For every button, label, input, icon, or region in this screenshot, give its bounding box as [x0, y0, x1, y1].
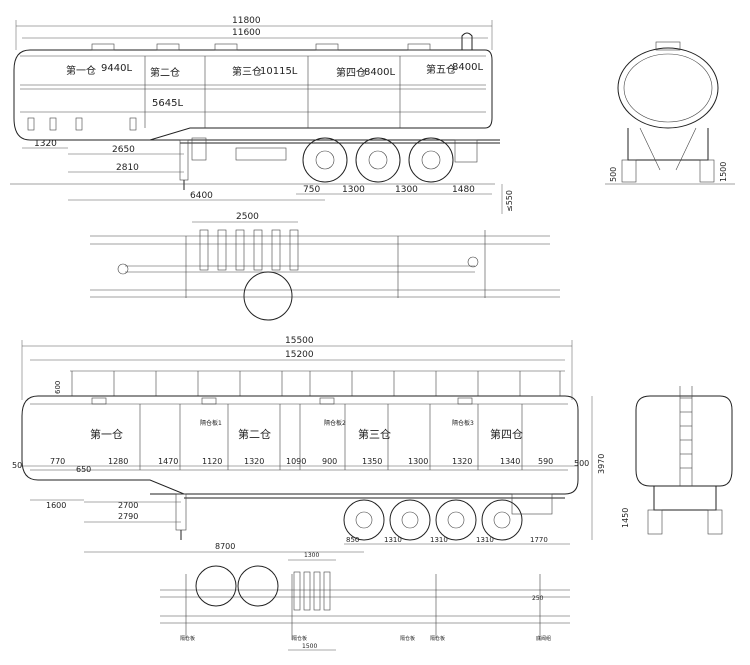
seg-dim-10: 1300: [408, 457, 428, 466]
divider-label-2: 隔仓板2: [324, 419, 346, 427]
compartment-1-label: 第一仓: [66, 64, 96, 77]
bottom-compartment-4: 第四仓: [490, 427, 523, 441]
bottom-compartment-1: 第一仓: [90, 427, 123, 441]
seg-dim-1: 770: [50, 457, 65, 466]
bottom-compartment-3: 第三仓: [358, 427, 391, 441]
seg-dim-6: 1320: [244, 457, 264, 466]
top-plan-view: 2500: [90, 212, 560, 321]
divider-label-3: 隔仓板3: [452, 419, 474, 427]
seg-dim-3: 1280: [108, 457, 128, 466]
front-dim-500: 500: [609, 167, 618, 182]
handrail-posts: [71, 371, 561, 396]
plan-label-1: 隔仓板: [180, 635, 195, 642]
axle-dim-1300b: 1300: [395, 185, 418, 195]
dim-1320: 1320: [34, 139, 57, 149]
plan-label-5: 底阀组: [536, 635, 551, 642]
dim-2650: 2650: [112, 145, 135, 155]
compartment-2-label: 第二仓: [150, 66, 180, 79]
right-dim-3970: 3970: [597, 454, 606, 474]
plan-dim-1500: 1500: [302, 643, 317, 650]
seg-dim-9: 1350: [362, 457, 382, 466]
front-dim-1500: 1500: [719, 162, 728, 182]
axle-dim-1310c: 1310: [476, 536, 494, 544]
axle-dim-1770: 1770: [530, 536, 548, 544]
seg-dim-0: 50: [12, 461, 22, 470]
front-dim-1450: 1450: [621, 508, 630, 528]
seg-dim-11: 1320: [452, 457, 472, 466]
plan-dim-1300: 1300: [304, 552, 319, 559]
plan-label-2: 隔仓板: [292, 635, 307, 642]
height-mark-550: ≤550: [505, 190, 514, 212]
seg-dim-7: 1090: [286, 457, 306, 466]
axle-dim-1310a: 1310: [384, 536, 402, 544]
top-front-view: 500 1500: [605, 41, 735, 185]
dim-2810: 2810: [116, 163, 139, 173]
compartment-4-label: 第四仓: [336, 66, 366, 79]
compartment-3-label: 第三仓: [232, 65, 262, 78]
compartment-2-volume: 5645L: [152, 98, 183, 109]
axle-dim-1480: 1480: [452, 185, 475, 195]
compartment-3-volume: 10115L: [260, 66, 298, 77]
right-dim-500: 500: [574, 459, 589, 468]
bottom-overall-15500: 15500: [285, 336, 314, 346]
lower-dim-2700: 2700: [118, 501, 138, 510]
overall-length-dim: 11800: [232, 16, 261, 26]
compartment-5-volume: 8400L: [452, 62, 483, 73]
lower-dim-8700: 8700: [215, 542, 235, 551]
plan-label-3: 隔仓板: [400, 635, 415, 642]
tank-length-dim: 11600: [232, 28, 261, 38]
lower-dim-2790: 2790: [118, 512, 138, 521]
seg-dim-2: 650: [76, 465, 91, 474]
lower-dim-1600: 1600: [46, 501, 66, 510]
bottom-plan-view: 1300 1500 250 隔仓板 隔仓板 隔仓板 隔仓板 底阀组: [160, 552, 570, 651]
seg-dim-8: 900: [322, 457, 337, 466]
height-600: 600: [54, 381, 62, 394]
compartment-1-volume: 9440L: [101, 63, 132, 74]
seg-dim-12: 1340: [500, 457, 520, 466]
dim-6400: 6400: [190, 191, 213, 201]
seg-dim-5: 1120: [202, 457, 222, 466]
axle-dim-850: 850: [346, 536, 359, 544]
seg-dim-13: 590: [538, 457, 553, 466]
segment-dims: 50 770 650 1280 1470 1120 1320 1090 900 …: [12, 457, 578, 474]
plan-dim-250: 250: [532, 595, 544, 602]
bottom-front-view: 1450: [621, 386, 733, 535]
compartment-4-volume: 8400L: [364, 67, 395, 78]
top-side-view: 11800 11600 第一仓 9440L 第二仓 5645L 第三仓 1011…: [10, 16, 514, 214]
bottom-side-view: 15500 15200 600: [12, 336, 606, 553]
axle-dim-750: 750: [303, 185, 320, 195]
axle-dim-1300a: 1300: [342, 185, 365, 195]
compartment-5-label: 第五仓: [426, 63, 456, 76]
axle-dim-1310b: 1310: [430, 536, 448, 544]
bottom-overall-15200: 15200: [285, 350, 314, 360]
bottom-compartment-2: 第二仓: [238, 427, 271, 441]
plan-width-2500: 2500: [236, 212, 259, 222]
seg-dim-4: 1470: [158, 457, 178, 466]
plan-label-4: 隔仓板: [430, 635, 445, 642]
divider-label-1: 隔仓板1: [200, 419, 222, 427]
